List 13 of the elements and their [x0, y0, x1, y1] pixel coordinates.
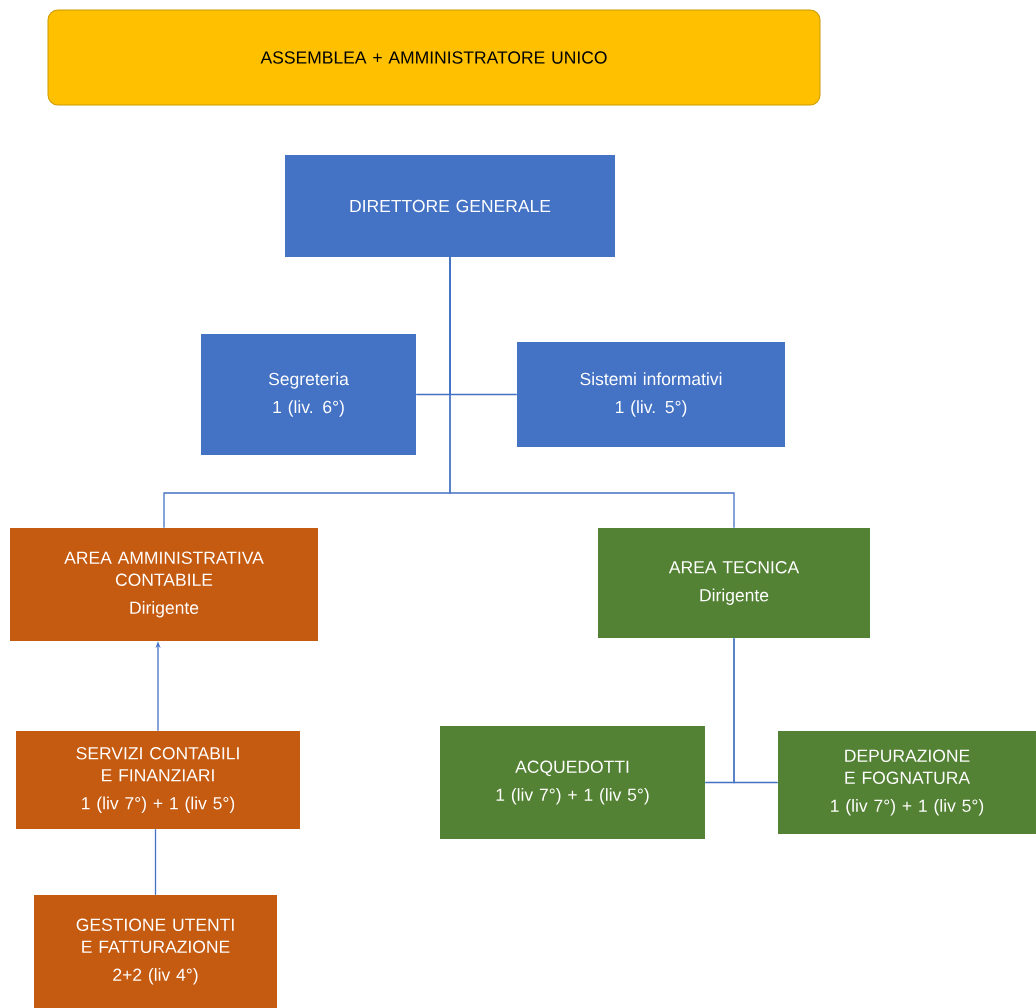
office-box: DEPURAZIONE E FOGNATURA 1 (liv 7°) + 1 (liv 5°) — [778, 731, 1036, 834]
position-box: DIRETTORE GENERALE — [285, 155, 615, 257]
position-box: Segreteria 1 (liv. 6°) — [201, 334, 416, 455]
title-box: ASSEMBLEA + AMMINISTRATORE UNICO — [47, 9, 821, 106]
connector — [449, 256, 735, 529]
connector — [733, 637, 779, 784]
office-box: SERVIZI CONTABILI E FINANZIARI 1 (liv 7°) + 1 (liv 5°) — [16, 731, 300, 829]
connector — [154, 828, 157, 896]
position-box: Sistemi informativi 1 (liv. 5°) — [517, 342, 785, 447]
area-box: AREA TECNICA Dirigente — [598, 528, 870, 638]
area-box: AREA AMMINISTRATIVA CONTABILE Dirigente — [10, 528, 318, 641]
office-box: ACQUEDOTTI 1 (liv 7°) + 1 (liv 5°) — [440, 726, 705, 839]
office-box: GESTIONE UTENTI E FATTURAZIONE 2+2 (liv 4°) — [34, 895, 277, 1008]
